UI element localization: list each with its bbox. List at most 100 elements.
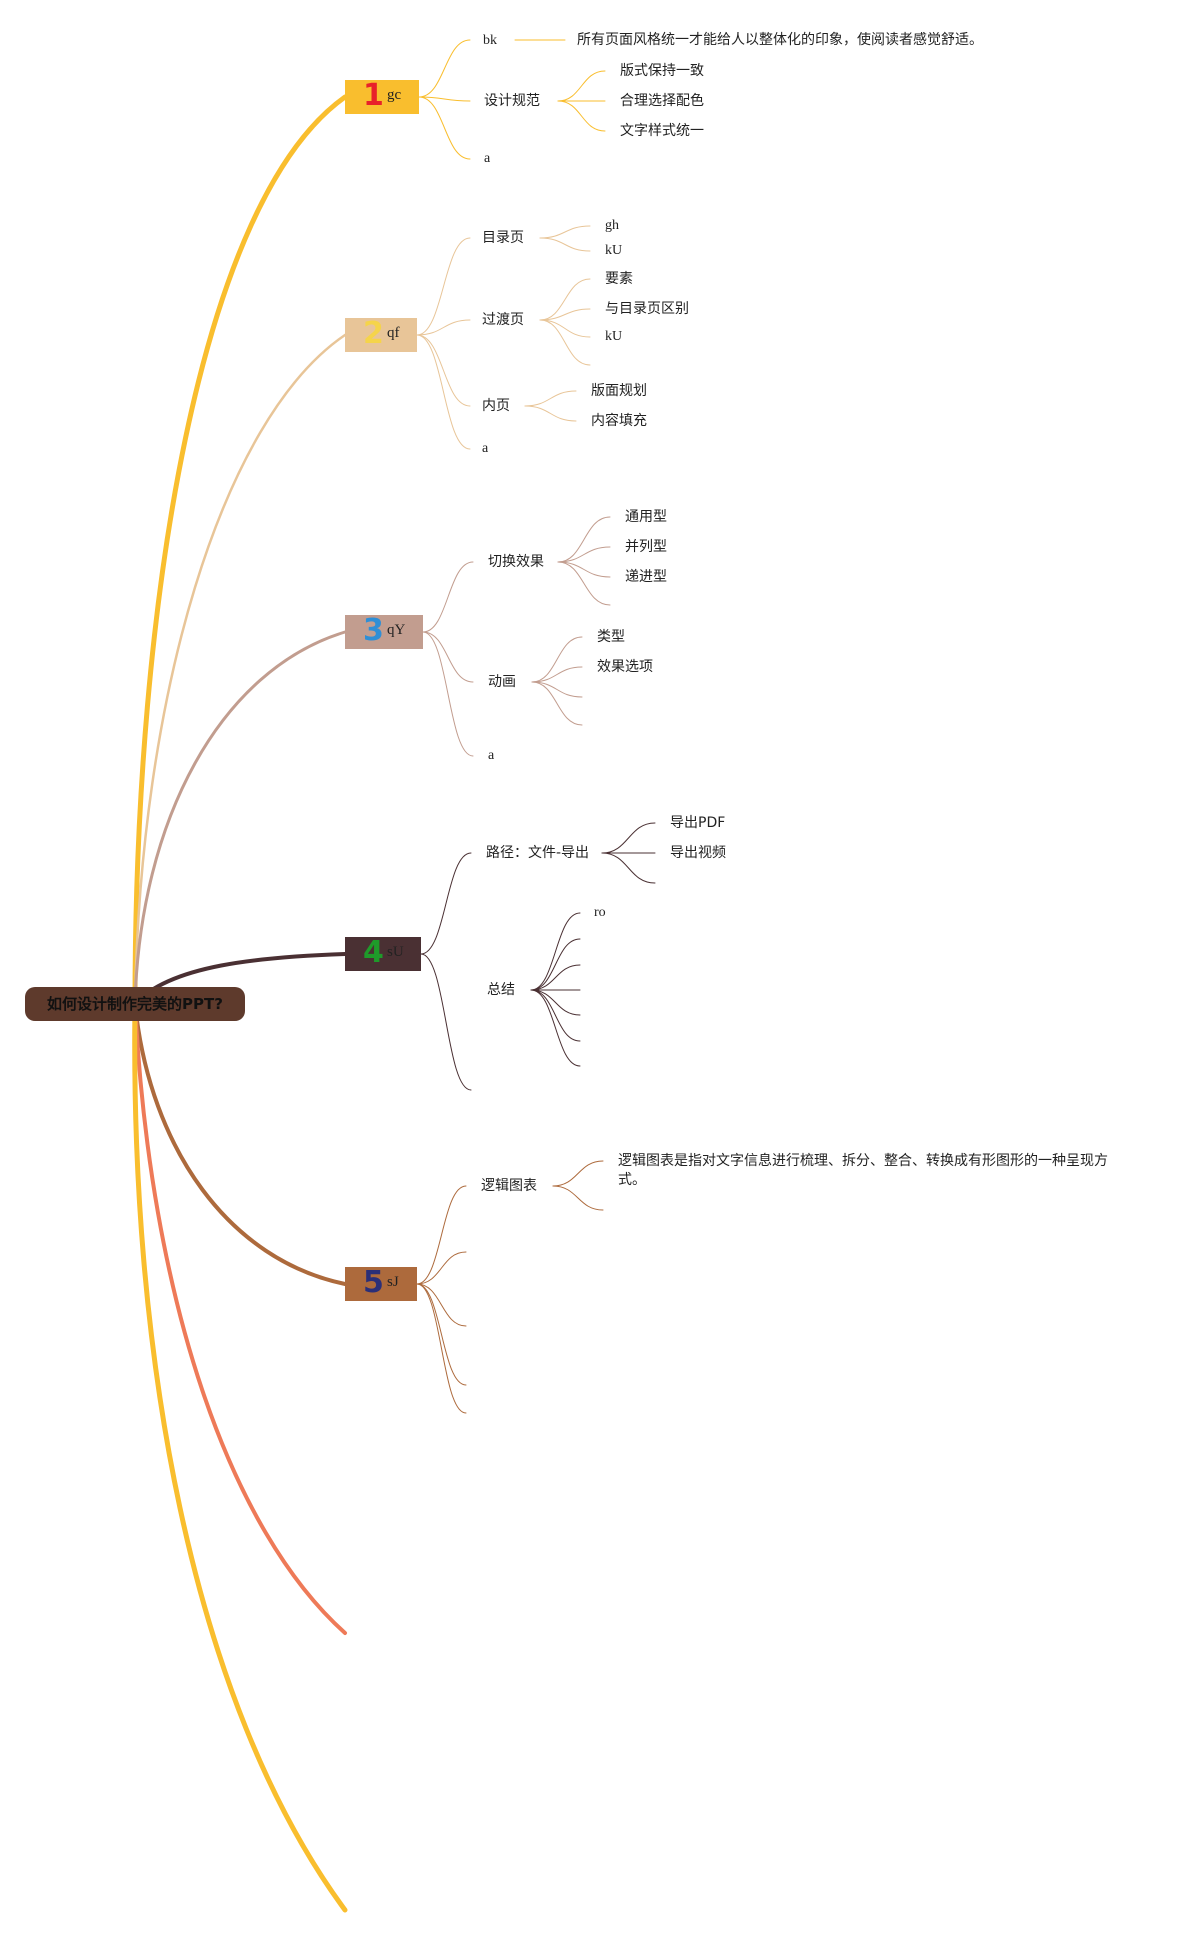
main-topic-4[interactable]: 4 sU xyxy=(345,935,421,971)
leaf-topic[interactable]: 所有页面风格统一才能给人以整体化的印象，使阅读者感觉舒适。 xyxy=(577,32,983,48)
leaf-branch-line xyxy=(530,989,581,1042)
leaf-branch-line xyxy=(524,405,577,422)
topic-number: 5 xyxy=(363,1265,384,1300)
sub-branch-line xyxy=(422,631,474,683)
leaf-topic[interactable]: 递进型 xyxy=(625,569,667,585)
topic-number: 2 xyxy=(363,316,384,351)
root-node-label: 如何设计制作完美的PPT? xyxy=(47,995,223,1013)
leaf-topic[interactable]: 导出视频 xyxy=(670,845,726,861)
subtopic[interactable]: a xyxy=(484,151,491,166)
main-branch-line xyxy=(133,630,347,1006)
leaf-branch-line xyxy=(531,681,583,726)
leaf-branch-line xyxy=(557,546,611,563)
leaf-topic[interactable]: kU xyxy=(605,329,623,344)
leaf-branch-line xyxy=(530,964,581,991)
main-branch-line xyxy=(133,1002,347,1635)
main-branch-line xyxy=(133,333,347,1006)
leaf-branch-line xyxy=(539,308,591,321)
leaf-branch-line xyxy=(539,237,591,252)
topic-label: gc xyxy=(387,87,402,103)
sub-branch-line xyxy=(418,96,471,160)
leaf-topic[interactable]: kU xyxy=(605,243,623,258)
leaf-topic[interactable]: gh xyxy=(605,218,619,233)
sub-branch-line xyxy=(420,953,472,1091)
leaf-topic[interactable]: 效果选项 xyxy=(597,659,653,675)
sub-branch-line xyxy=(416,1185,467,1285)
leaf-branch-line xyxy=(539,319,591,338)
leaf-branch-line xyxy=(531,666,583,683)
subtopic[interactable]: 设计规范 xyxy=(484,93,540,109)
leaf-branch-line xyxy=(557,100,606,132)
subtopic[interactable]: 总结 xyxy=(487,982,515,998)
leaf-branch-line xyxy=(530,989,581,1067)
leaf-branch-line xyxy=(539,278,591,321)
main-topic-3[interactable]: 3 qY xyxy=(345,613,423,649)
leaf-topic[interactable]: 要素 xyxy=(605,271,633,287)
topic-number: 1 xyxy=(363,78,384,113)
subtopic[interactable]: 目录页 xyxy=(482,230,524,246)
topic-label: qY xyxy=(387,622,406,638)
sub-branch-line xyxy=(416,334,471,407)
topic-label: qf xyxy=(387,325,400,341)
sub-branch-line xyxy=(422,631,474,757)
leaf-topic[interactable]: 与目录页区别 xyxy=(605,301,689,317)
leaf-topic[interactable]: 导出PDF xyxy=(670,815,726,831)
leaf-branch-line xyxy=(557,561,611,606)
subtopic[interactable]: 切换效果 xyxy=(488,554,544,570)
leaf-topic[interactable]: 合理选择配色 xyxy=(620,93,704,109)
leaf-branch-line xyxy=(539,225,591,239)
leaf-topic[interactable]: 版式保持一致 xyxy=(620,63,704,79)
main-topic-1[interactable]: 1 gc xyxy=(345,78,419,114)
sub-branch-line xyxy=(418,96,471,102)
sub-branch-line xyxy=(420,852,472,955)
sub-branch-line xyxy=(416,1283,467,1386)
subtopic[interactable]: bk xyxy=(483,33,497,48)
sub-branch-line xyxy=(416,237,471,336)
sub-branch-line xyxy=(416,1283,467,1327)
topic-number: 4 xyxy=(363,935,384,970)
leaf-topic[interactable]: 文字样式统一 xyxy=(620,123,704,139)
leaf-topic[interactable]: ro xyxy=(594,905,606,920)
main-topic-2[interactable]: 2 qf xyxy=(345,316,417,352)
leaf-topic[interactable]: 类型 xyxy=(597,629,625,645)
sub-branch-line xyxy=(416,319,471,336)
root-node[interactable]: 如何设计制作完美的PPT? xyxy=(25,987,245,1021)
leaf-branch-line xyxy=(531,681,583,698)
subtopic[interactable]: 路径：文件-导出 xyxy=(486,845,590,861)
leaf-branch-line xyxy=(539,319,591,366)
subtopic[interactable]: a xyxy=(482,441,489,456)
leaf-topic[interactable]: 通用型 xyxy=(625,509,667,525)
leaf-branch-line xyxy=(531,636,583,683)
leaf-branch-line xyxy=(530,938,581,991)
subtopic[interactable]: 动画 xyxy=(488,674,516,690)
main-branch-line xyxy=(133,1002,347,1286)
leaf-topic[interactable]: 版面规划 xyxy=(591,383,647,399)
leaf-branch-line xyxy=(601,852,656,884)
subtopic[interactable]: 过渡页 xyxy=(482,312,524,328)
main-topic-5[interactable]: 5 sJ xyxy=(345,1265,417,1301)
subtopic[interactable]: 内页 xyxy=(482,398,510,414)
subtopic[interactable]: 逻辑图表 xyxy=(481,1178,537,1194)
sub-branch-line xyxy=(416,1251,467,1285)
leaf-topic[interactable]: 逻辑图表是指对文字信息进行梳理、拆分、整合、转换成有形图形的一种呈现方式。 xyxy=(618,1153,1108,1188)
sub-branch-line xyxy=(416,334,471,450)
subtopic[interactable]: a xyxy=(488,748,495,763)
leaf-topic[interactable]: 内容填充 xyxy=(591,413,647,429)
sub-branch-line xyxy=(418,39,471,98)
main-branch-line xyxy=(132,94,348,1007)
topic-number: 3 xyxy=(363,613,384,648)
sub-branch-line xyxy=(416,1283,467,1414)
leaf-branch-line xyxy=(530,912,581,991)
leaf-topic[interactable]: 并列型 xyxy=(625,539,667,555)
sub-branch-line xyxy=(422,561,474,633)
leaf-branch-line xyxy=(524,390,577,407)
leaf-branch-line xyxy=(552,1160,604,1187)
main-branch-line xyxy=(132,1001,348,1913)
leaf-branch-line xyxy=(530,989,581,1016)
leaf-branch-line xyxy=(557,70,606,102)
leaf-branch-line xyxy=(557,516,611,563)
leaf-branch-line xyxy=(601,822,656,854)
topic-label: sU xyxy=(387,944,404,960)
leaf-branch-line xyxy=(552,1185,604,1211)
